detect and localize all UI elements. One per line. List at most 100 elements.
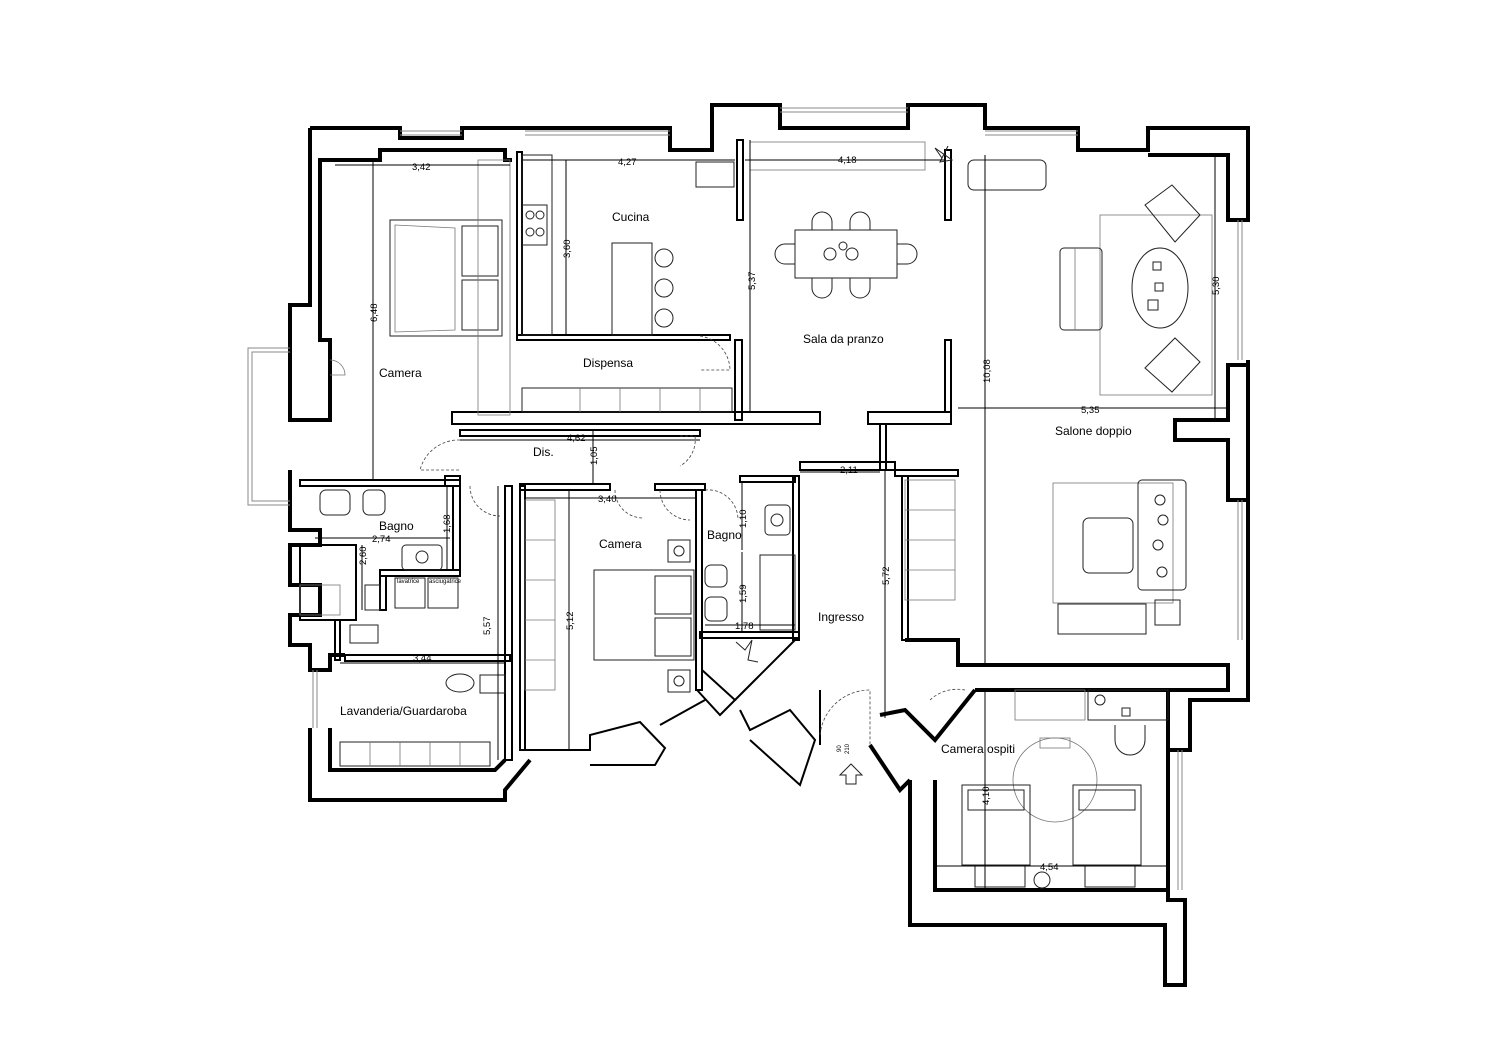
stool-icon [654, 248, 674, 268]
dim-label: 4,62 [567, 433, 586, 444]
bidet-icon [704, 564, 728, 588]
kitchen-island [611, 242, 653, 336]
dimension-lines [315, 140, 1228, 890]
chair-icon [811, 211, 833, 231]
dim-label: 1,10 [738, 510, 749, 529]
dim-label: 1,78 [735, 621, 754, 632]
room-label-salone-doppio: Salone doppio [1055, 424, 1132, 438]
wardrobe [339, 741, 491, 767]
single-bed-icon [961, 784, 1031, 866]
room-label-ingresso: Ingresso [818, 610, 864, 624]
dim-label: 3,60 [562, 240, 573, 259]
single-bed-icon [1072, 784, 1142, 866]
dim-label: 1,59 [738, 585, 749, 604]
wardrobe [524, 499, 556, 691]
dim-label: 4,54 [1040, 862, 1059, 873]
dim-label: 2,11 [840, 465, 858, 476]
appliance [695, 161, 735, 188]
stove-icon [521, 204, 548, 246]
room-labels: Camera Cucina Dispensa Sala da pranzo Sa… [340, 210, 1132, 756]
dim-label: 2,74 [372, 534, 391, 545]
door-width-label: 90 [837, 745, 843, 752]
room-label-bagno: Bagno [379, 519, 414, 533]
nightstand [667, 669, 691, 693]
bench [1084, 864, 1136, 888]
dim-label: 4,27 [618, 157, 637, 168]
room-label-cucina: Cucina [612, 210, 650, 224]
armchair-icon [1144, 337, 1201, 393]
appliance-label-asciugatrice: asciugatrice [429, 579, 462, 585]
door-height-label: 210 [845, 743, 851, 754]
shower [759, 554, 796, 631]
shower [299, 584, 341, 616]
wardrobe [477, 159, 511, 416]
entrance-arrow-icon [838, 763, 864, 785]
dim-label: 5,35 [1081, 405, 1100, 416]
appliance-label-lavatrice: lavatrice [397, 579, 420, 585]
room-label-sala-da-pranzo: Sala da pranzo [803, 332, 884, 346]
interior-walls [299, 139, 959, 787]
bidet-icon [479, 674, 506, 694]
room-label-lavanderia-guardaroba: Lavanderia/Guardaroba [340, 704, 467, 718]
dim-label: 3,42 [412, 162, 431, 173]
toilet-icon [445, 673, 475, 693]
dim-label: 2,60 [358, 547, 369, 566]
side-table [1154, 599, 1181, 626]
armchair-icon [1144, 184, 1201, 243]
toilet-icon [704, 596, 728, 622]
chair-icon [774, 243, 796, 265]
shower-icon [364, 584, 381, 611]
pantry-shelves [521, 387, 733, 413]
dim-label: 4,10 [981, 787, 992, 806]
windows [247, 107, 1243, 890]
dim-label: 10,08 [982, 359, 993, 383]
sofa-icon [967, 159, 1047, 191]
rug [1052, 482, 1174, 604]
dim-label: 3,44 [413, 653, 432, 664]
room-label-dispensa: Dispensa [583, 356, 633, 370]
sofa-icon [1137, 479, 1187, 591]
bench [974, 864, 1026, 888]
dim-label: 1,68 [442, 515, 453, 534]
doors [419, 335, 966, 745]
coffee-table [1082, 517, 1134, 574]
dim-label: 3,40 [598, 494, 617, 505]
washing-machine-icon [394, 577, 426, 609]
chair-icon [849, 277, 871, 299]
coffee-table [1131, 247, 1189, 329]
chair-icon [811, 277, 833, 299]
dim-label: 4,18 [838, 155, 857, 166]
round-rug [1012, 737, 1098, 823]
dim-label: 5,37 [747, 272, 758, 291]
stool-icon [654, 278, 674, 298]
dimension-labels: 3,42 4,27 4,18 6,48 3,60 5,37 5,30 10,08… [358, 155, 1222, 873]
room-label-camera-ospiti: Camera ospiti [941, 742, 1015, 756]
sink-icon [401, 544, 443, 571]
sink-icon [764, 504, 791, 536]
rug [1099, 214, 1213, 396]
furniture [299, 141, 1213, 889]
bidet-icon [362, 489, 386, 516]
nightstand [667, 539, 691, 563]
toilet-icon [319, 489, 351, 516]
dim-label: 6,48 [369, 304, 380, 323]
double-bed-icon [593, 569, 695, 661]
dim-label: 1,05 [589, 447, 600, 466]
room-label-bagno: Bagno [707, 528, 742, 542]
room-label-camera: Camera [379, 366, 422, 380]
dryer-icon [427, 577, 459, 609]
desk [1014, 689, 1086, 721]
desk [1087, 689, 1169, 721]
sink-icon [349, 624, 379, 644]
stool-icon [654, 308, 674, 328]
chair-icon [896, 243, 918, 265]
sofa-icon [1059, 247, 1103, 331]
room-label-dis: Dis. [533, 445, 554, 459]
plant-icon [934, 145, 954, 163]
chair-icon [1114, 725, 1146, 756]
sofa-icon [1057, 603, 1147, 635]
chair-icon [849, 211, 871, 231]
plant-icon [735, 639, 759, 663]
double-bed-icon [389, 219, 503, 337]
